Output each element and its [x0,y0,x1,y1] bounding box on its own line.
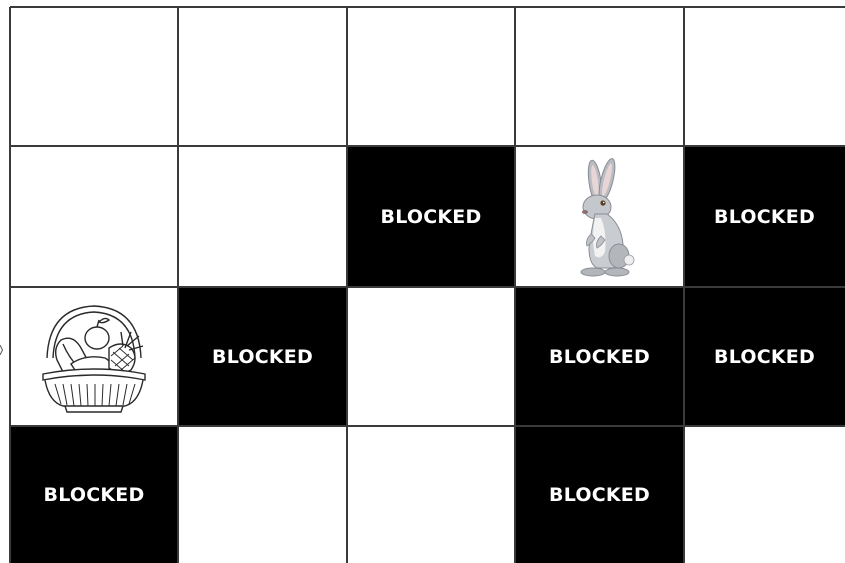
grid-cell-r3-c4[interactable] [684,426,845,563]
fruit-basket-icon [35,298,153,416]
grid-line-horizontal [10,145,845,147]
grid-cell-r3-c2[interactable] [347,426,515,563]
grid-line-vertical [9,7,11,563]
grid-cell-r0-c4[interactable] [684,7,845,146]
grid-cell-r1-c3-rabbit[interactable] [515,146,684,287]
grid-cell-r1-c4-blocked[interactable]: BLOCKED [684,146,845,287]
blocked-label: BLOCKED [44,484,145,506]
grid-cell-r3-c1[interactable] [178,426,347,563]
blocked-label: BLOCKED [549,484,650,506]
rabbit-icon [565,152,635,282]
fruit-basket-svg [35,298,153,416]
grid-cell-r2-c0-basket[interactable] [10,287,178,426]
grid-line-horizontal [10,425,845,427]
grid-line-vertical [683,7,685,563]
grid-cell-r0-c3[interactable] [515,7,684,146]
grid-cell-r2-c1-blocked[interactable]: BLOCKED [178,287,347,426]
rabbit-svg [565,152,635,282]
grid-cell-r1-c1[interactable] [178,146,347,287]
blocked-label: BLOCKED [549,346,650,368]
grid-cell-r2-c3-blocked[interactable]: BLOCKED [515,287,684,426]
grid-line-vertical [177,7,179,563]
blocked-label: BLOCKED [714,206,815,228]
grid-cell-r0-c1[interactable] [178,7,347,146]
grid-cell-r1-c0[interactable] [10,146,178,287]
grid-line-vertical [346,7,348,563]
grid-cell-r3-c3-blocked[interactable]: BLOCKED [515,426,684,563]
edge-mark [0,340,3,350]
grid-line-vertical [514,7,516,563]
grid-cell-r2-c4-blocked[interactable]: BLOCKED [684,287,845,426]
grid-line-horizontal [10,286,845,288]
blocked-label: BLOCKED [212,346,313,368]
grid-cell-r0-c2[interactable] [347,7,515,146]
grid-cell-r2-c2[interactable] [347,287,515,426]
grid-line-horizontal [10,6,845,8]
blocked-label: BLOCKED [714,346,815,368]
grid-cell-r3-c0-blocked[interactable]: BLOCKED [10,426,178,563]
grid-cell-r1-c2-blocked[interactable]: BLOCKED [347,146,515,287]
blocked-label: BLOCKED [381,206,482,228]
grid-cell-r0-c0[interactable] [10,7,178,146]
